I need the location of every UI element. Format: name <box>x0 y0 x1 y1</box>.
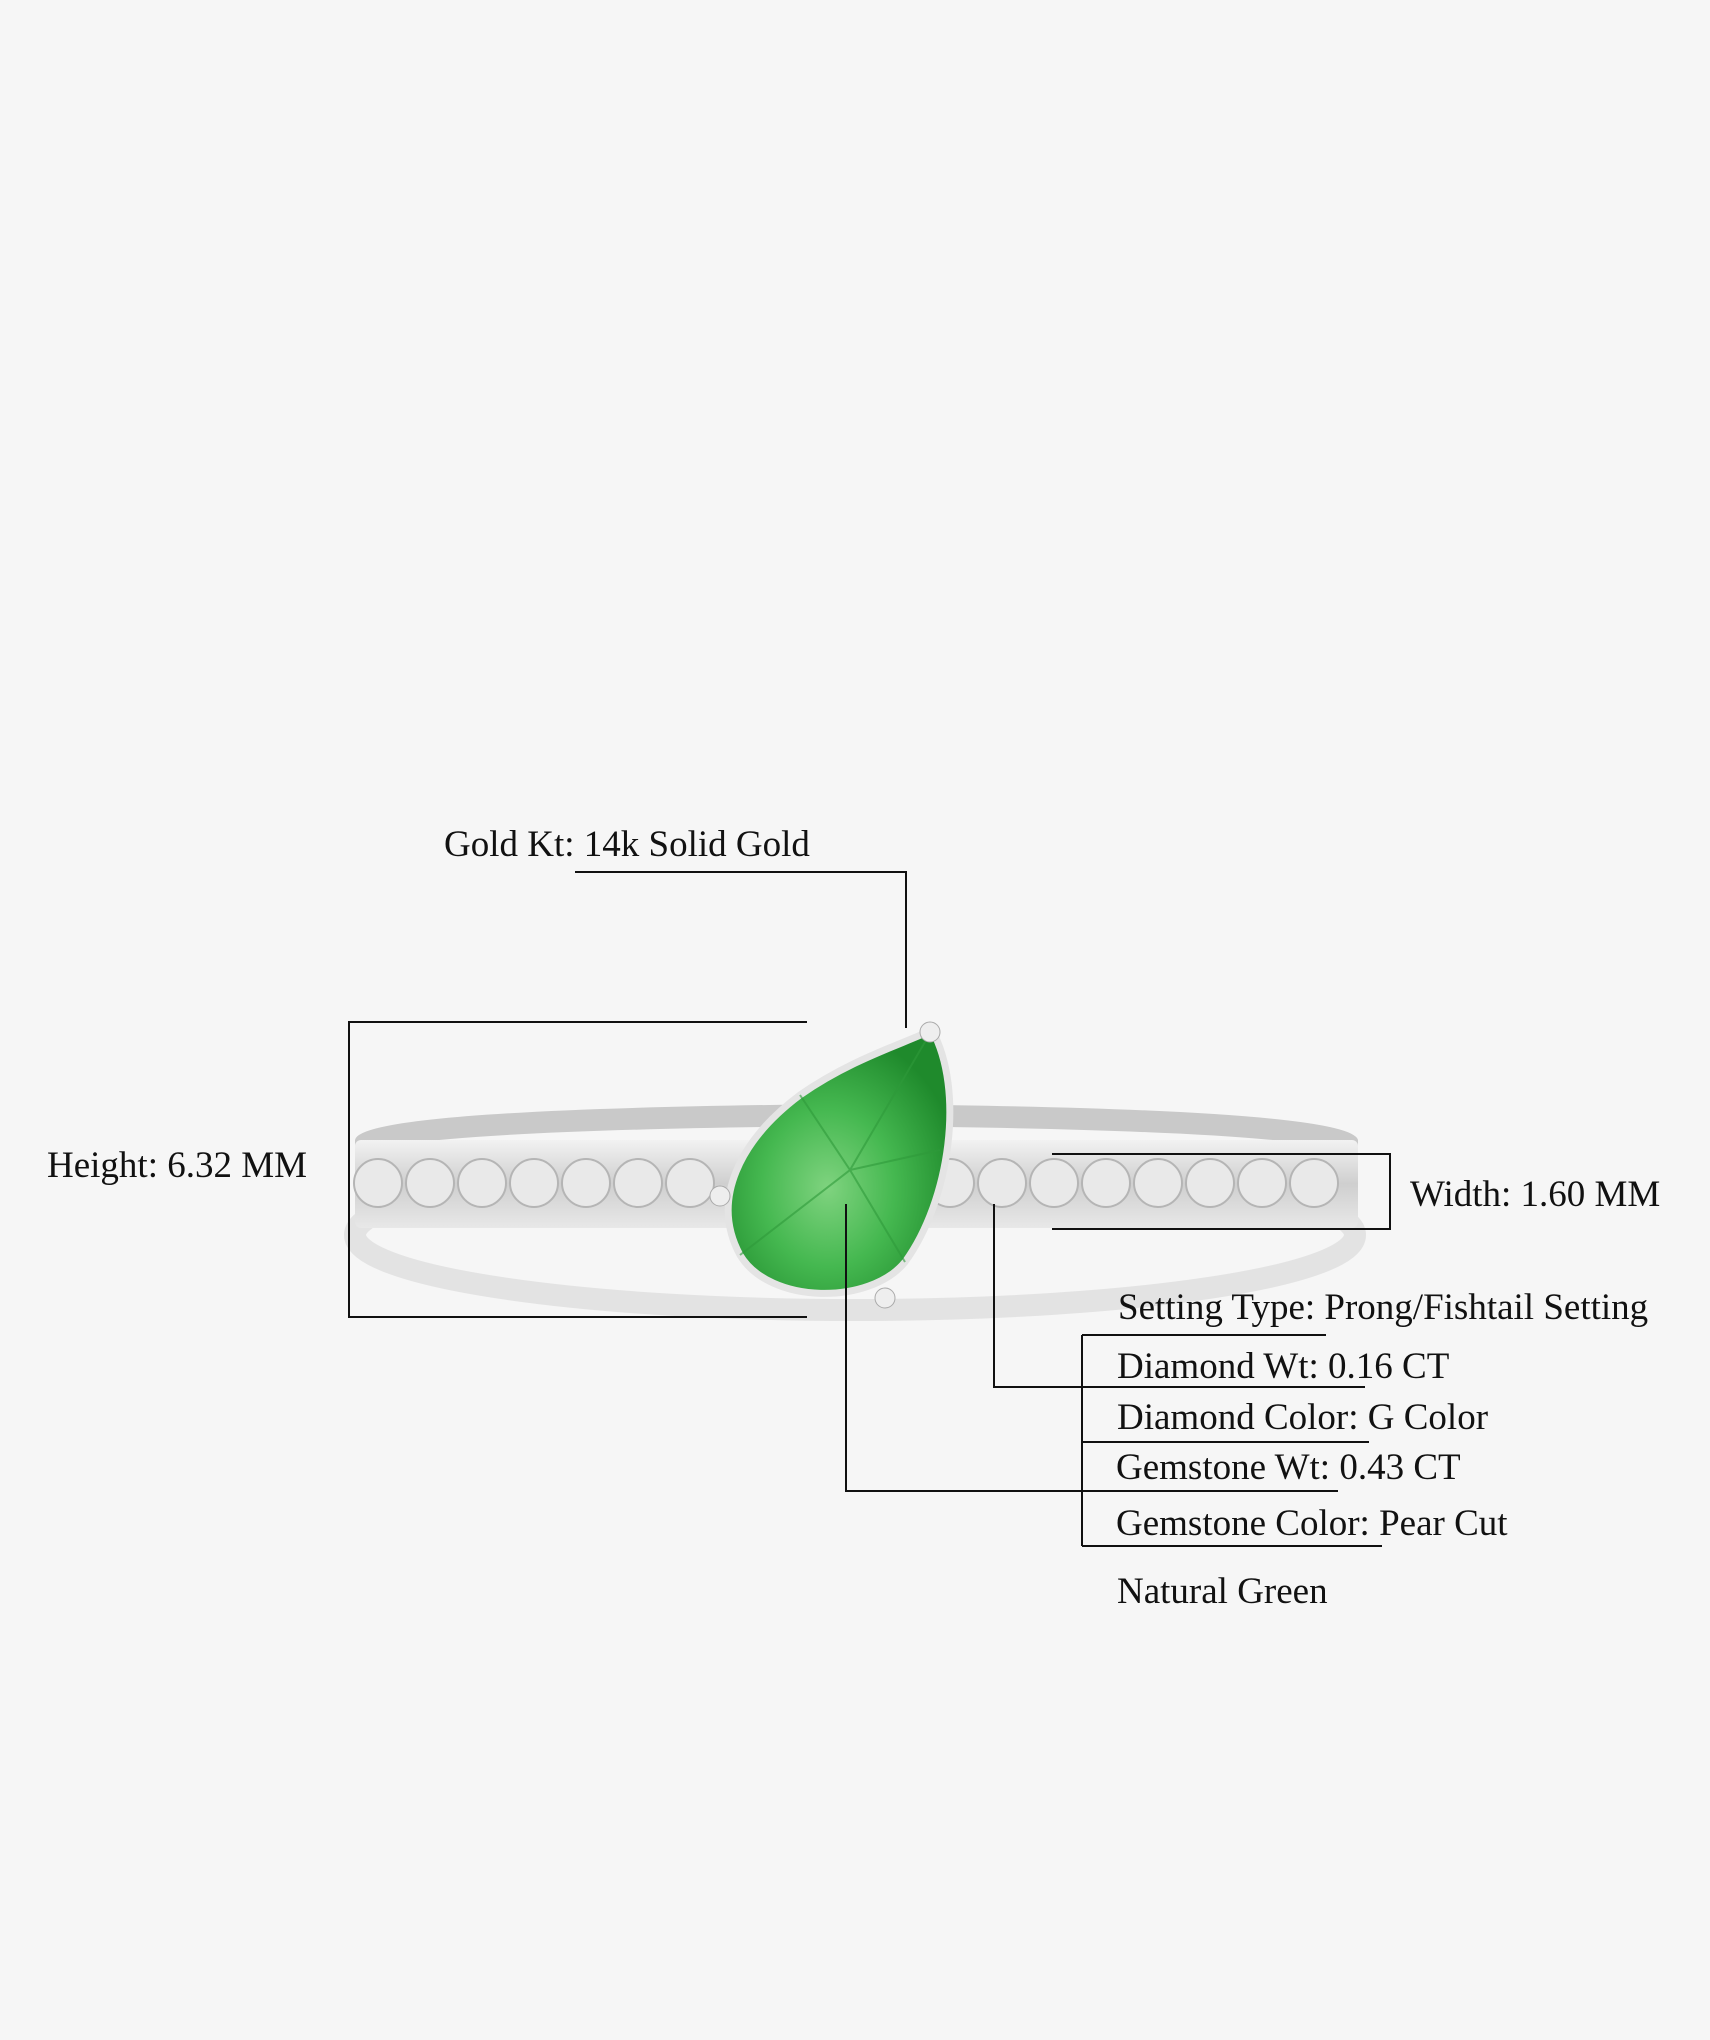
pave-diamond <box>1029 1158 1079 1208</box>
gemstone-leader <box>845 1204 1338 1492</box>
pave-diamond <box>1289 1158 1339 1208</box>
pave-diamond <box>457 1158 507 1208</box>
gold-kt-label: Gold Kt: 14k Solid Gold <box>444 824 810 865</box>
gold-kt-leader <box>575 871 907 1028</box>
pave-diamond <box>1081 1158 1131 1208</box>
diamond-leader <box>993 1204 1365 1388</box>
pave-diamond <box>561 1158 611 1208</box>
pave-diamond <box>405 1158 455 1208</box>
height-bracket <box>348 1021 807 1318</box>
height-label: Height: 6.32 MM <box>47 1145 308 1186</box>
width-label: Width: 1.60 MM <box>1410 1174 1661 1215</box>
pave-diamond <box>977 1158 1027 1208</box>
pave-diamond <box>1185 1158 1235 1208</box>
diamond-color-label: Diamond Color: G Color <box>1117 1397 1489 1438</box>
gemstone <box>709 1021 954 1309</box>
gemstone-wt-label: Gemstone Wt: 0.43 CT <box>1116 1447 1461 1488</box>
pave-diamond <box>1133 1158 1183 1208</box>
setting-type-label: Setting Type: Prong/Fishtail Setting <box>1118 1287 1649 1328</box>
diamond-wt-label: Diamond Wt: 0.16 CT <box>1117 1346 1450 1387</box>
pave-diamond <box>665 1158 715 1208</box>
gemstone-color-continued: Natural Green <box>1117 1571 1328 1612</box>
callout-lines <box>348 871 1391 1547</box>
pave-diamond <box>353 1158 403 1208</box>
pave-diamond <box>509 1158 559 1208</box>
width-bracket <box>1052 1153 1391 1230</box>
gemstone-color-label: Gemstone Color: Pear Cut <box>1116 1503 1508 1544</box>
pave-diamond <box>613 1158 663 1208</box>
pave-diamond <box>1237 1158 1287 1208</box>
